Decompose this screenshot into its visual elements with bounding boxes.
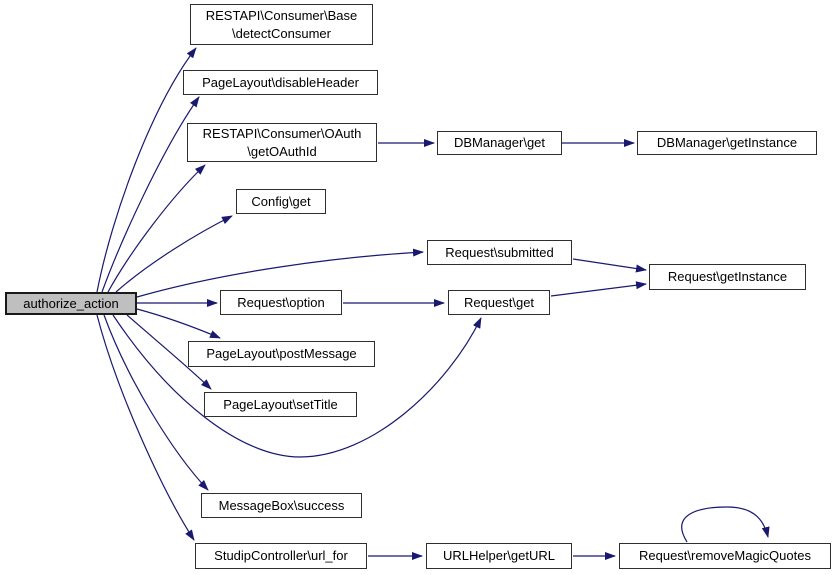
edge-authorize_action-postMessage	[136, 308, 221, 339]
edge-authorize_action-getOAuthId	[107, 164, 206, 293]
node-config-get[interactable]: Config\get	[236, 189, 326, 214]
edge-authorize_action-messageBoxSuccess	[103, 314, 209, 491]
edge-authorize_action-requestSubmitted	[136, 248, 424, 298]
node-pagelayout-disableheader[interactable]: PageLayout\disableHeader	[183, 70, 378, 95]
node-restapi-consumer-oauth-getoauthid[interactable]: RESTAPI\Consumer\OAuth \getOAuthId	[187, 123, 377, 162]
node-pagelayout-settitle[interactable]: PageLayout\setTitle	[204, 392, 357, 417]
node-studipcontroller-url-for[interactable]: StudipController\url_for	[195, 543, 367, 569]
edge-requestGet-requestGetInstance	[550, 281, 647, 297]
node-request-submitted[interactable]: Request\submitted	[427, 240, 572, 265]
node-pagelayout-postmessage[interactable]: PageLayout\postMessage	[188, 341, 375, 367]
edge-authorize_action-disableHeader	[101, 96, 200, 293]
edge-removeMagicQuotes-self-loop	[681, 506, 770, 543]
node-request-getinstance[interactable]: Request\getInstance	[649, 264, 806, 290]
edge-authorize_action-detectConsumer	[96, 47, 197, 293]
edge-authorize_action-setTitle	[126, 314, 212, 390]
edge-requestSubmitted-requestGetInstance	[572, 258, 647, 273]
node-authorize-action: authorize_action	[5, 292, 137, 315]
edge-authorize_action-urlFor	[96, 314, 195, 541]
node-request-get[interactable]: Request\get	[448, 290, 550, 315]
node-urlhelper-geturl[interactable]: URLHelper\getURL	[426, 543, 572, 569]
node-messagebox-success[interactable]: MessageBox\success	[201, 493, 362, 518]
node-restapi-consumer-base-detectconsumer[interactable]: RESTAPI\Consumer\Base \detectConsumer	[190, 4, 373, 45]
edge-authorize_action-configGet	[115, 215, 233, 293]
node-dbmanager-get[interactable]: DBManager\get	[437, 131, 562, 155]
node-dbmanager-getinstance[interactable]: DBManager\getInstance	[637, 131, 817, 155]
node-request-option[interactable]: Request\option	[220, 290, 342, 315]
node-request-removemagicquotes[interactable]: Request\removeMagicQuotes	[619, 543, 831, 569]
edge-authorize_action-requestGet	[112, 314, 482, 458]
